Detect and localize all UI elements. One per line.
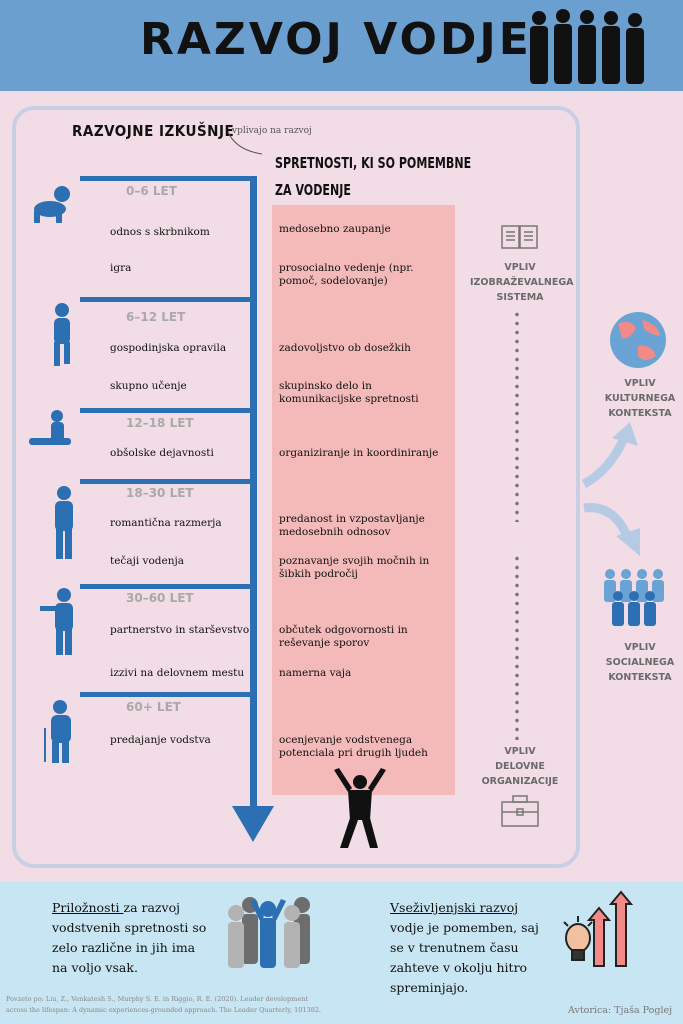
- timeline-frame: [12, 106, 580, 868]
- experience-item: tečaji vodenja: [110, 555, 184, 567]
- experience-item: predajanje vodstva: [110, 734, 211, 746]
- age-label: 6–12 LET: [126, 310, 186, 324]
- culture-influence-label: VPLIV KULTURNEGA KONTEKSTA: [604, 378, 676, 419]
- connector-label: vplivajo na razvoj: [232, 126, 312, 136]
- page-title: RAZVOJ VODJE: [140, 14, 532, 65]
- experience-item: izzivi na delovnem mestu: [110, 667, 245, 679]
- briefcase-icon: [501, 795, 539, 827]
- experience-item: partnerstvo in starševstvo: [110, 624, 250, 636]
- skill-item: organiziranje in koordiniranje: [279, 447, 439, 459]
- age-label: 12–18 LET: [126, 416, 194, 430]
- experience-item: gospodinjska opravila: [110, 342, 227, 354]
- book-icon: [501, 225, 538, 249]
- footer-right-underlined: Vseživljenjski razvoj: [390, 900, 519, 915]
- experience-item: skupno učenje: [110, 380, 187, 392]
- skill-item: prosocialno vedenje (npr. pomoč, sodelov…: [279, 262, 414, 287]
- social-influence-label: VPLIV SOCIALNEGA KONTEKSTA: [605, 642, 675, 683]
- age-divider: [80, 176, 255, 181]
- curved-arrow-up-icon: [581, 422, 638, 488]
- age-divider: [80, 408, 255, 413]
- connector-arrow-icon: [227, 131, 263, 155]
- young-adult-icon: [55, 486, 73, 559]
- dotted-line: [515, 554, 519, 740]
- footer-right-body: vodje je pomemben, saj se v trenutnem ča…: [390, 920, 539, 995]
- skill-item: namerna vaja: [279, 667, 352, 679]
- organization-influence-label: VPLIV DELOVNE ORGANIZACIJE: [481, 746, 559, 787]
- skill-item: občutek odgovornosti in reševanje sporov: [279, 624, 408, 649]
- footer: [0, 882, 683, 1024]
- skill-item: skupinsko delo in komunikacijske spretno…: [279, 380, 419, 405]
- people-group-icon: [604, 569, 664, 626]
- elderly-person-icon: [44, 700, 71, 763]
- age-label: 18–30 LET: [126, 486, 194, 500]
- citation: Povzeto po: Liu, Z., Venkatesh S., Murph…: [6, 995, 322, 1014]
- age-label: 30–60 LET: [126, 591, 194, 605]
- timeline-arrow-icon: [232, 806, 274, 842]
- timeline-axis: [250, 176, 257, 812]
- skill-item: poznavanje svojih močnih in šibkih podro…: [279, 555, 430, 580]
- footer-left-underlined: Priložnosti: [52, 900, 124, 915]
- celebrating-person-icon: [334, 768, 386, 848]
- curved-arrow-down-icon: [583, 503, 640, 556]
- baby-icon: [34, 186, 70, 223]
- experience-item: romantična razmerja: [110, 517, 222, 529]
- teenager-sitting-icon: [29, 410, 71, 445]
- experience-item: obšolske dejavnosti: [110, 447, 214, 459]
- footer-left-text: Priložnosti za razvoj vodstvenih spretno…: [52, 898, 212, 978]
- experience-item: igra: [110, 262, 132, 274]
- experiences-heading: RAZVOJNE IZKUŠNJE: [72, 122, 235, 140]
- education-influence-label: VPLIV IZOBRAŽEVALNEGA SISTEMA: [470, 262, 574, 303]
- adult-pointing-icon: [40, 588, 73, 655]
- dotted-line: [515, 310, 519, 522]
- business-people-silhouette-icon: [530, 9, 644, 84]
- skill-item: medosebno zaupanje: [279, 223, 391, 235]
- age-divider: [80, 584, 255, 589]
- age-divider: [80, 479, 255, 484]
- lightbulb-growth-icon: [563, 890, 634, 967]
- experience-item: odnos s skrbnikom: [110, 226, 210, 238]
- skill-item: predanost in vzpostavljanje medosebnih o…: [279, 513, 425, 538]
- age-label: 0–6 LET: [126, 184, 177, 198]
- skills-column: [272, 205, 455, 795]
- age-divider: [80, 692, 255, 697]
- skills-heading: SPRETNOSTI, KI SO POMEMBNE ZA VODENJE: [275, 154, 472, 199]
- age-label: 60+ LET: [126, 700, 181, 714]
- age-divider: [80, 297, 255, 302]
- author-credit: Avtorica: Tjaša Poglej: [568, 1005, 673, 1016]
- footer-right-text: Vseživljenjski razvoj vodje je pomemben,…: [390, 898, 550, 998]
- footer-left-body: za razvoj vodstvenih spretnosti so zelo …: [52, 900, 207, 975]
- globe-icon: [610, 312, 666, 368]
- child-icon: [54, 303, 70, 366]
- skill-item: zadovoljstvo ob dosežkih: [279, 342, 411, 354]
- skill-item: ocenjevanje vodstvenega potenciala pri d…: [279, 734, 428, 759]
- crowd-icon: [228, 897, 310, 968]
